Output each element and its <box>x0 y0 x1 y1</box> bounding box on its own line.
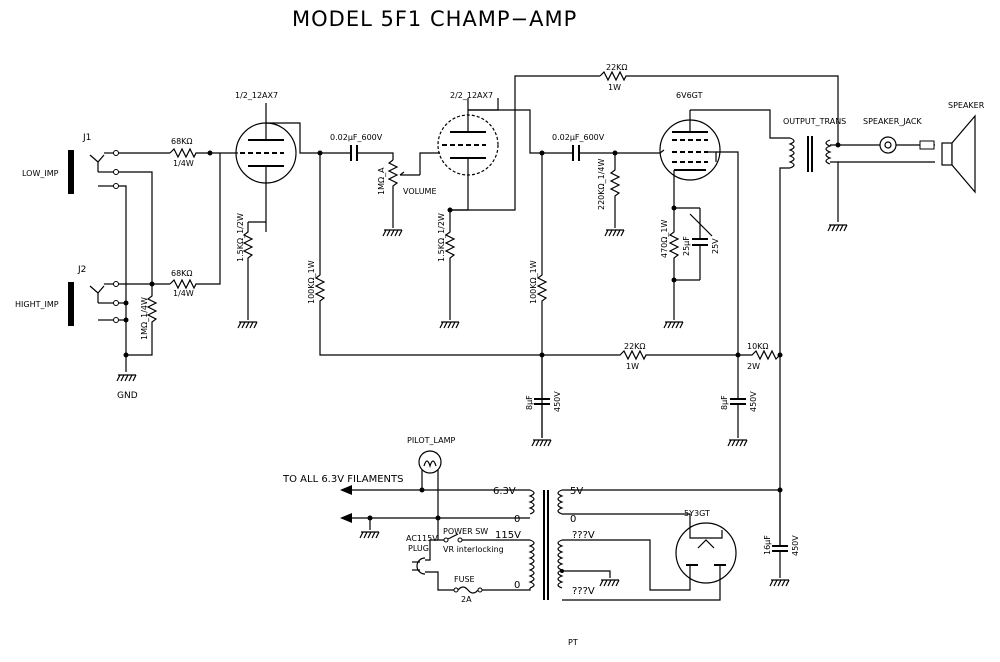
svg-text:68KΩ: 68KΩ <box>171 137 193 146</box>
svg-text:AC115V: AC115V <box>406 534 438 543</box>
speaker-icon: SPEAKER <box>941 101 985 194</box>
tube-v1a: 1/2_12AX7 <box>235 91 297 232</box>
speaker-jack: SPEAKER_JACK <box>863 117 935 154</box>
svg-text:2W: 2W <box>747 362 760 371</box>
v1b-label: 2/2_12AX7 <box>450 91 493 100</box>
ot-label: OUTPUT_TRANS <box>783 117 846 126</box>
filter-cap-2: 8μF 450V <box>720 355 758 438</box>
svg-text:1W: 1W <box>608 83 621 92</box>
svg-text:450V: 450V <box>553 391 562 412</box>
svg-text:1W: 1W <box>626 362 639 371</box>
svg-text:0.02μF_600V: 0.02μF_600V <box>552 133 605 142</box>
svg-text:8μF: 8μF <box>525 395 534 410</box>
svg-text:450V: 450V <box>791 535 800 556</box>
pt-label: PT <box>568 638 578 647</box>
ground-f1 <box>531 439 552 447</box>
ck-label: 25μF <box>682 236 691 256</box>
resistor-feedback: 22KΩ 1W <box>599 63 839 145</box>
input-jack-j1: J1 LOW_IMP <box>22 133 119 194</box>
low-imp-label: LOW_IMP <box>22 169 59 178</box>
svg-text:1/4W: 1/4W <box>173 289 194 298</box>
j1-label: J1 <box>82 133 91 143</box>
resistor-drop-22k: 22KΩ 1W <box>542 342 738 371</box>
r-1m-label: 1MΩ_1/4W <box>140 297 149 340</box>
svg-text:8μF: 8μF <box>720 395 729 410</box>
sw2-label: VR interlocking <box>443 545 504 554</box>
ac-plug-icon <box>412 557 426 575</box>
pilot-label: PILOT_LAMP <box>407 436 456 445</box>
resistor-68k-1: 68KΩ 1/4W <box>169 137 213 168</box>
resistor-68k-2: 68KΩ 1/4W <box>169 153 221 298</box>
diagram-title: MODEL 5F1 CHAMP−AMP <box>292 7 577 31</box>
filaments-label: TO ALL 6.3V FILAMENTS <box>282 474 403 485</box>
ck-v-label: 25V <box>711 238 720 254</box>
pilot-lamp: PILOT_LAMP <box>407 436 456 518</box>
svg-text:5V: 5V <box>570 486 583 497</box>
svg-text:PLUG: PLUG <box>408 544 429 553</box>
rk3-label: 470Ω_1W <box>660 220 669 258</box>
ground-ct <box>599 579 620 587</box>
fuse: FUSE 2A <box>453 575 531 604</box>
svg-text:10KΩ: 10KΩ <box>747 342 769 351</box>
svg-text:FUSE: FUSE <box>454 575 475 584</box>
svg-text:1MΩ_A: 1MΩ_A <box>377 167 386 195</box>
svg-text:0: 0 <box>514 580 520 591</box>
rp2-label: 100KΩ_1W <box>529 260 538 304</box>
svg-text:68KΩ: 68KΩ <box>171 269 193 278</box>
rg-label: 220KΩ_1/4W <box>597 158 606 210</box>
svg-text:0: 0 <box>514 514 520 525</box>
ground-fil <box>359 531 380 539</box>
svg-text:115V: 115V <box>495 530 521 541</box>
ground-v1b <box>439 321 460 329</box>
svg-text:0.02μF_600V: 0.02μF_600V <box>330 133 383 142</box>
tube-v1b: 2/2_12AX7 <box>437 91 499 211</box>
capacitor-c2: 0.02μF_600V <box>542 133 660 161</box>
tube-6v6: 6V6GT <box>659 91 721 181</box>
input-jack-j2: J2 HIGHT_IMP <box>15 265 119 326</box>
ground-rg <box>604 229 625 237</box>
svg-text:???V: ???V <box>572 586 595 597</box>
gnd-label: GND <box>117 391 138 401</box>
resistor-drop-10k: 10KΩ 2W <box>738 342 781 490</box>
hight-imp-label: HIGHT_IMP <box>15 300 59 309</box>
volume-pot: 1MΩ_A VOLUME <box>377 152 440 228</box>
ground-ot <box>827 224 848 232</box>
j2-label: J2 <box>77 265 86 275</box>
ground-input <box>116 374 137 382</box>
svg-text:16μF: 16μF <box>763 535 772 555</box>
ground-vol <box>382 229 403 237</box>
filter-cap-1: 8μF 450V <box>525 355 562 438</box>
v1a-label: 1/2_12AX7 <box>235 91 278 100</box>
svg-text:6.3V: 6.3V <box>493 486 516 497</box>
ground-f2 <box>727 439 748 447</box>
jack-label: SPEAKER_JACK <box>863 117 922 126</box>
svg-text:22KΩ: 22KΩ <box>624 342 646 351</box>
rk2-label: 1.5KΩ_1/2W <box>437 213 446 262</box>
svg-text:1/4W: 1/4W <box>173 159 194 168</box>
svg-text:0: 0 <box>570 514 576 525</box>
sw-label: POWER SW <box>443 527 488 536</box>
svg-text:2A: 2A <box>461 595 472 604</box>
power-transformer: PT <box>528 489 578 647</box>
svg-text:450V: 450V <box>749 391 758 412</box>
ground-v1a <box>237 321 258 329</box>
tube-rectifier: 5Y3GT <box>675 509 737 584</box>
capacitor-c1: 0.02μF_600V <box>320 133 394 161</box>
speaker-label: SPEAKER <box>948 101 985 110</box>
output-transformer: OUTPUT_TRANS <box>783 117 846 172</box>
rect-label: 5Y3GT <box>684 509 710 518</box>
filter-cap-3: 16μF 450V <box>763 490 800 578</box>
ground-f3 <box>769 579 790 587</box>
rp1-label: 100KΩ_1W <box>307 260 316 304</box>
rk1-label: 1.5KΩ_1/2W <box>236 213 245 262</box>
ground-6v6 <box>663 321 684 329</box>
svg-text:???V: ???V <box>572 530 595 541</box>
6v6-label: 6V6GT <box>676 91 703 100</box>
svg-text:VOLUME: VOLUME <box>403 187 437 196</box>
svg-text:22KΩ: 22KΩ <box>606 63 628 72</box>
